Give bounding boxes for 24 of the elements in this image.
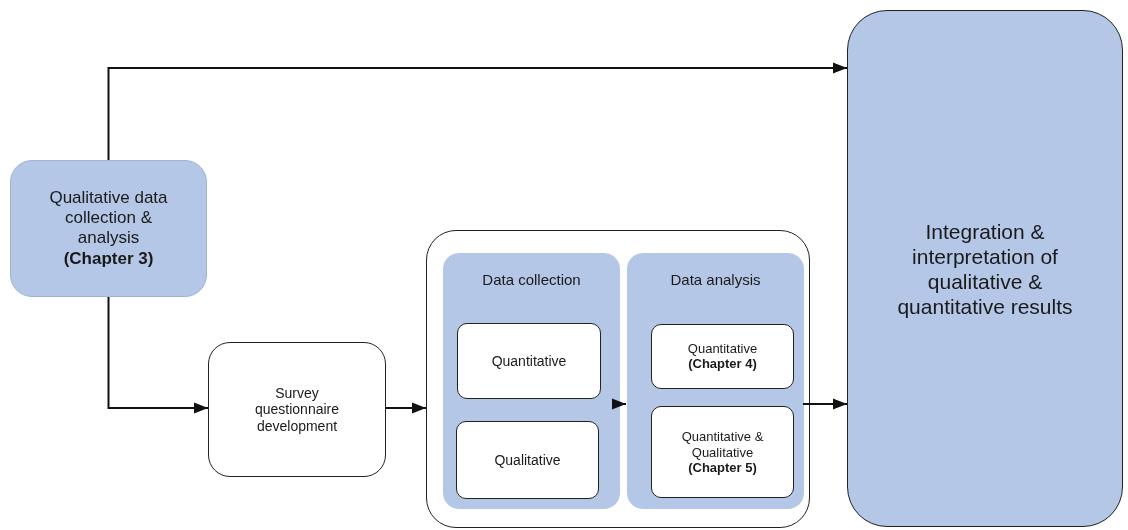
process-box bbox=[10, 160, 207, 297]
arrow bbox=[802, 398, 848, 410]
group-container bbox=[426, 230, 810, 528]
box-label: Qualitative data collection & analysis (Chapter 3) bbox=[48, 187, 169, 270]
panel-heading: Data collection bbox=[481, 271, 582, 289]
process-box bbox=[456, 421, 599, 499]
group-panel bbox=[443, 253, 620, 509]
group-panel bbox=[627, 253, 804, 509]
process-box bbox=[651, 324, 794, 389]
process-box bbox=[457, 323, 601, 399]
box-label: Survey questionnaire development bbox=[253, 384, 341, 435]
arrow bbox=[612, 398, 627, 410]
process-box bbox=[651, 406, 794, 498]
box-label: Integration & interpretation of qualitative & quantitative results bbox=[896, 218, 1074, 319]
panel-heading: Data analysis bbox=[669, 271, 762, 289]
arrow bbox=[385, 402, 427, 414]
box-label: Quantitative & Qualitative (Chapter 5) bbox=[680, 428, 765, 476]
box-label: Quantitative bbox=[490, 352, 568, 370]
process-box bbox=[208, 342, 386, 477]
arrow bbox=[107, 62, 848, 161]
box-label: Qualitative bbox=[493, 451, 562, 469]
process-box bbox=[847, 10, 1123, 527]
arrow bbox=[107, 296, 209, 414]
box-label: Quantitative (Chapter 4) bbox=[686, 340, 759, 373]
